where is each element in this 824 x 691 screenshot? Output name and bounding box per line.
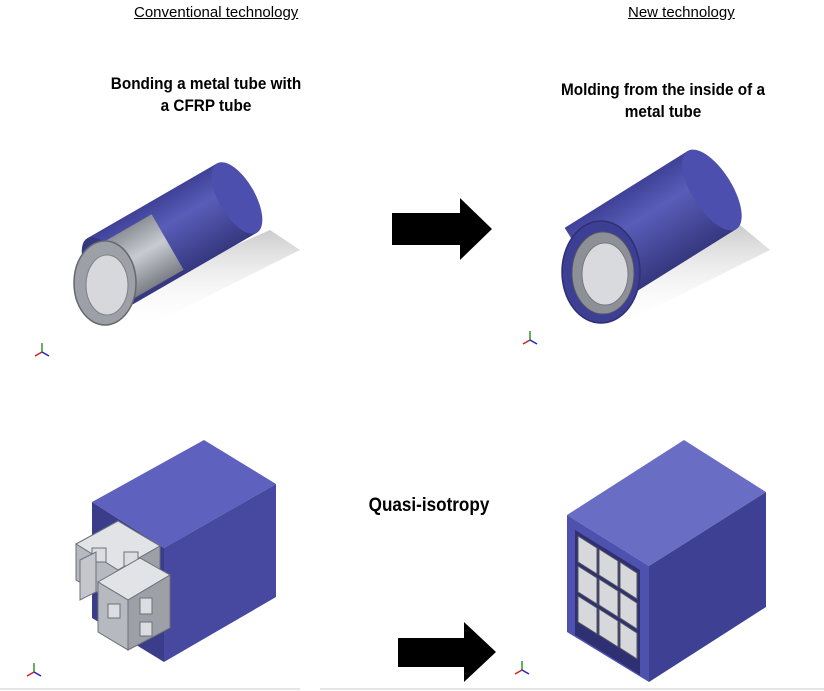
- triad-axis-icon: [26, 663, 42, 677]
- conventional-caption: Bonding a metal tube with a CFRP tube: [110, 74, 302, 115]
- triad-axis-icon: [514, 661, 530, 675]
- new-tube: [561, 149, 770, 330]
- new-header: New technology: [628, 4, 735, 21]
- quasi-isotropy-caption: Quasi-isotropy: [368, 495, 490, 516]
- right-arrow-icon: [398, 622, 496, 682]
- conventional-box: [75, 440, 276, 662]
- right-arrow-icon: [392, 198, 492, 260]
- triad-axis-icon: [522, 331, 538, 345]
- new-box: [567, 440, 766, 682]
- triad-axis-icon: [34, 343, 50, 357]
- conventional-tube: [73, 162, 300, 330]
- new-caption: Molding from the inside of a metal tube: [560, 80, 765, 121]
- conventional-header: Conventional technology: [134, 4, 299, 21]
